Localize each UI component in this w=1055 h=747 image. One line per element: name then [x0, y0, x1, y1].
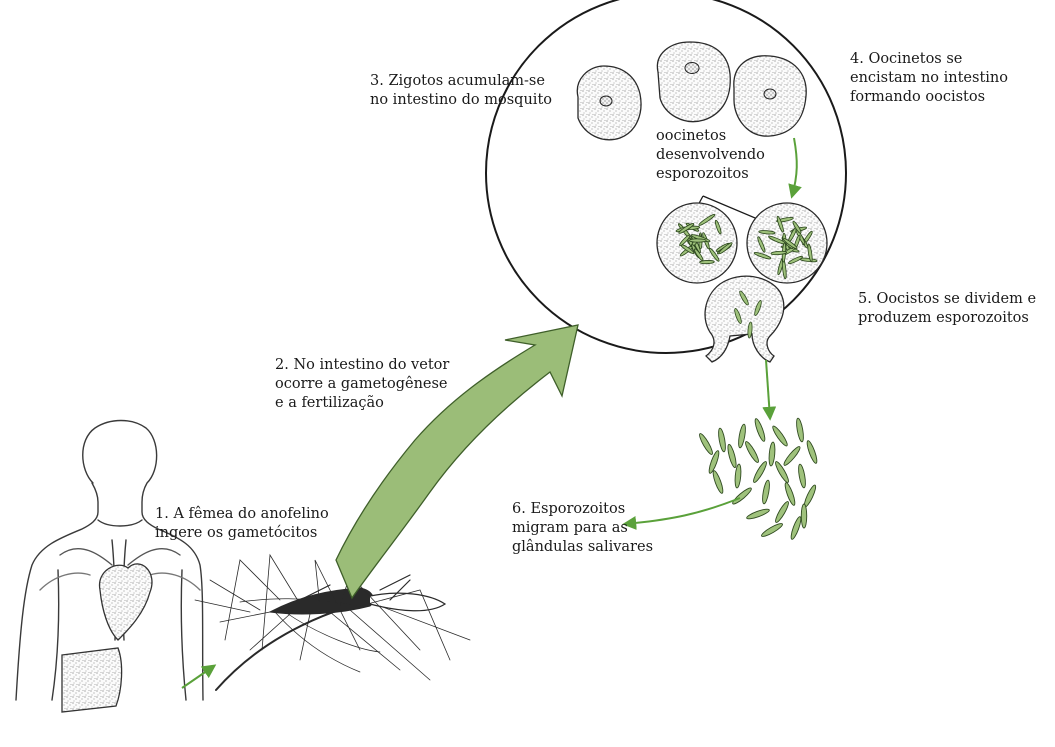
label-step1-line1: 1. A fêmea do anofelino [155, 505, 329, 524]
heart-icon [100, 564, 152, 640]
free-sporozoite [717, 428, 727, 453]
label-oocinetos-line2: desenvolvendo [656, 146, 765, 165]
free-sporozoite [774, 500, 791, 524]
free-sporozoite [731, 486, 753, 506]
label-oocinetos: oocinetos desenvolvendo esporozoitos [656, 127, 765, 184]
label-step2-line1: 2. No intestino do vetor [275, 356, 449, 375]
label-step2: 2. No intestino do vetor ocorre a gameto… [275, 356, 449, 413]
label-oocinetos-line3: esporozoitos [656, 165, 765, 184]
free-sporozoite [797, 464, 807, 489]
sporozoites-icon [698, 418, 819, 541]
free-sporozoite [752, 460, 769, 484]
label-step1: 1. A fêmea do anofelino ingere os gametó… [155, 505, 329, 543]
free-sporozoite [805, 440, 818, 464]
label-step4: 4. Oocinetos se encistam no intestino fo… [850, 50, 1008, 107]
label-step2-line2: ocorre a gametogênese [275, 375, 449, 394]
label-step5-line1: 5. Oocistos se dividem e [858, 290, 1036, 309]
label-step2-line3: e a fertilização [275, 394, 449, 413]
label-step6-line1: 6. Esporozoitos [512, 500, 653, 519]
zygote-cells-icon [577, 42, 806, 140]
free-sporozoite [711, 470, 724, 494]
arrow-step4 [792, 138, 797, 196]
label-step1-line2: ingere os gametócitos [155, 524, 329, 543]
label-step3-line2: no intestino do mosquito [370, 91, 552, 110]
free-sporozoite [753, 418, 766, 442]
free-sporozoite [768, 442, 776, 466]
rupturing-oocyst-icon [705, 276, 784, 362]
arrow-into-mosquito [182, 666, 214, 688]
label-step4-line3: formando oocistos [850, 88, 1008, 107]
label-step4-line1: 4. Oocinetos se [850, 50, 1008, 69]
label-step3-line1: 3. Zigotos acumulam-se [370, 72, 552, 91]
label-step5: 5. Oocistos se dividem e produzem esporo… [858, 290, 1036, 328]
label-step6: 6. Esporozoitos migram para as glândulas… [512, 500, 653, 557]
free-sporozoite [698, 432, 715, 456]
label-step5-line2: produzem esporozoitos [858, 309, 1036, 328]
free-sporozoite [795, 418, 805, 443]
label-step6-line2: migram para as [512, 519, 653, 538]
mosquito-icon [195, 555, 470, 690]
free-sporozoite [746, 507, 770, 520]
free-sporozoite [744, 440, 761, 464]
label-step4-line2: encistam no intestino [850, 69, 1008, 88]
free-sporozoite [789, 516, 802, 540]
arrow-step5 [766, 360, 770, 418]
free-sporozoite [801, 504, 807, 528]
free-sporozoite [782, 445, 802, 467]
label-oocinetos-line1: oocinetos [656, 127, 765, 146]
free-sporozoite [761, 480, 771, 505]
liver-icon [62, 648, 122, 712]
label-step3: 3. Zigotos acumulam-se no intestino do m… [370, 72, 552, 110]
label-step6-line3: glândulas salivares [512, 538, 653, 557]
free-sporozoite [726, 444, 738, 469]
free-sporozoite [760, 522, 784, 539]
oocyst-sporozoite [689, 239, 706, 242]
